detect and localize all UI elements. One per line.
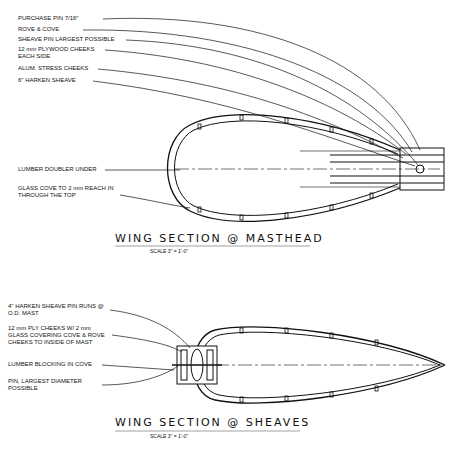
callout-label: LUMBER DOUBLER UNDER — [18, 166, 104, 173]
callout-label: LUMBER BLOCKING IN COVE — [8, 361, 100, 368]
callout-label: ROVE & COVE — [18, 26, 82, 33]
callout-label: 12 mm PLY CHEEKS W/ 2 mm GLASS COVERING … — [8, 325, 110, 346]
callout-label: PURCHASE PIN 7/16" — [18, 15, 102, 22]
title: WING SECTION @ SHEAVES — [115, 416, 310, 429]
title: WING SECTION @ MASTHEAD — [115, 232, 324, 245]
callout-label: PIN, LARGEST DIAMETER POSSIBLE — [8, 378, 100, 392]
callout-label: 12 mm PLYWOOD CHEEKS EACH SIDE — [18, 46, 104, 60]
callout-label: ALUM. STRESS CHEEKS — [18, 65, 98, 72]
callout-label: GLASS COVE TO 2 mm REACH IN THROUGH THE … — [18, 185, 118, 199]
scale-note: SCALE 3" = 1'-0" — [150, 248, 188, 254]
callout-label: SHEAVE PIN LARGEST POSSIBLE — [18, 36, 125, 43]
callout-label: 4" HARKEN SHEAVE PIN RUNS @ O.D. MAST — [8, 303, 108, 317]
scale-note: SCALE 3" = 1'-0" — [150, 433, 188, 439]
callout-label: 6" HARKEN SHEAVE — [18, 77, 92, 84]
